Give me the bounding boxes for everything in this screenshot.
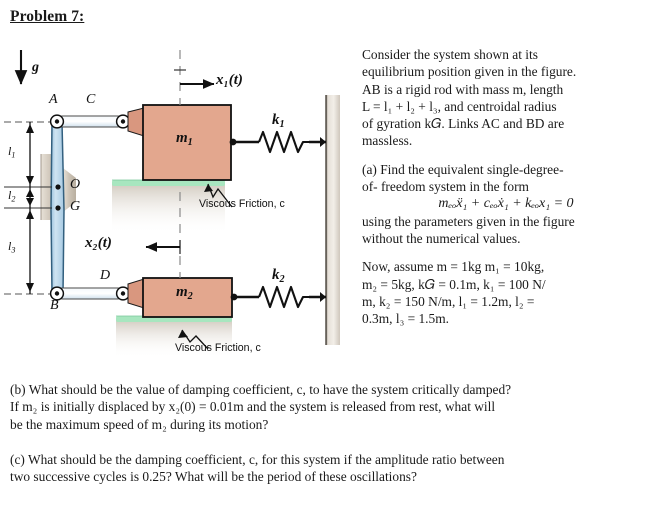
point-o-dot (55, 184, 61, 190)
statement-line: L = l₁ + l₂ + l₃, and centroidal radius (362, 98, 557, 114)
label-point-c: C (86, 92, 96, 107)
label-viscous-friction-upper: Viscous Friction, c (199, 198, 285, 210)
diagram-svg (4, 50, 340, 358)
statement-line: massless. (362, 133, 413, 149)
label-point-g: G (70, 199, 81, 214)
numeric-values-line: 0.3m, l₃ = 1.5m. (362, 311, 449, 327)
point-g-dot (55, 205, 61, 211)
part-a-tail-line: without the numerical values. (362, 230, 521, 246)
label-x2: x₂(t) (85, 235, 112, 251)
label-point-o: O (70, 177, 81, 192)
spring-k1 (229, 130, 326, 154)
part-c-line: (c) What should be the damping coefficie… (10, 452, 505, 467)
friction-pointer-lower (178, 329, 209, 350)
mass-block-m1 (142, 104, 232, 181)
label-x1: x₁(t) (216, 72, 243, 88)
statement-line: Consider the system shown at its (362, 47, 538, 62)
spacer (362, 150, 650, 161)
friction-pointer-upper (204, 183, 233, 208)
part-b-line: (b) What should be the value of damping … (10, 382, 512, 397)
x1-reference (174, 50, 215, 105)
label-length-l2: l2 (8, 188, 16, 204)
right-wall (325, 95, 340, 345)
part-a-line: of- freedom system in the form (362, 179, 529, 195)
statement-line: equilibrium position given in the figure… (362, 64, 577, 80)
statement-line: AB is a rigid rod with mass m, length (362, 81, 564, 97)
label-length-l3: l3 (8, 239, 16, 255)
link-ac (49, 107, 145, 137)
label-mass-m1: m1 (176, 130, 193, 148)
numeric-values-line: Now, assume m = 1kg m₁ = 10kg, (362, 259, 545, 275)
dimension-lines (4, 121, 52, 295)
part-c-line: two successive cycles is 0.25? What will… (10, 469, 417, 485)
label-point-d: D (100, 268, 111, 283)
page-title: Problem 7: (10, 8, 85, 25)
part-a-line: (a) Find the equivalent single-degree- (362, 161, 564, 177)
label-gravity: g (32, 60, 39, 75)
spacer (362, 247, 650, 258)
statement-line: of gyration k𝐺. Links AC and BD are (362, 116, 565, 132)
label-point-a: A (49, 92, 58, 107)
link-bd (49, 278, 145, 309)
numeric-values-line: m₂ = 5kg, k𝐺 = 0.1m, k₁ = 100 N/ (362, 276, 546, 292)
label-spring-k1: k1 (272, 112, 285, 130)
part-b-block: (b) What should be the value of damping … (10, 381, 642, 433)
system-diagram: g A C B D O G m1 m2 k1 k2 l1 l2 l3 x₁(t)… (0, 32, 352, 372)
problem-statement-right: Consider the system shown at its equilib… (362, 46, 650, 327)
rigid-rod-ab (50, 121, 65, 295)
label-mass-m2: m2 (176, 284, 193, 302)
part-a-tail-line: using the parameters given in the figure (362, 213, 575, 229)
governing-equation: mₑₒẍ₁ + cₑₒẋ₁ + kₑₒx₁ = 0 (438, 196, 574, 212)
mass-block-m2 (142, 277, 233, 318)
part-b-line: be the maximum speed of m₂ during its mo… (10, 416, 269, 432)
label-spring-k2: k2 (272, 267, 285, 285)
label-viscous-friction-lower: Viscous Friction, c (175, 342, 261, 354)
x2-reference (145, 192, 181, 278)
numeric-values-line: m, k₂ = 150 N/m, l₁ = 1.2m, l₂ = (362, 293, 535, 309)
spring-k2 (230, 285, 326, 309)
label-length-l1: l1 (8, 144, 16, 160)
part-b-line: If m₂ is initially displaced by x₂(0) = … (10, 399, 496, 415)
part-c-block: (c) What should be the damping coefficie… (10, 451, 642, 486)
label-point-b: B (50, 298, 59, 313)
